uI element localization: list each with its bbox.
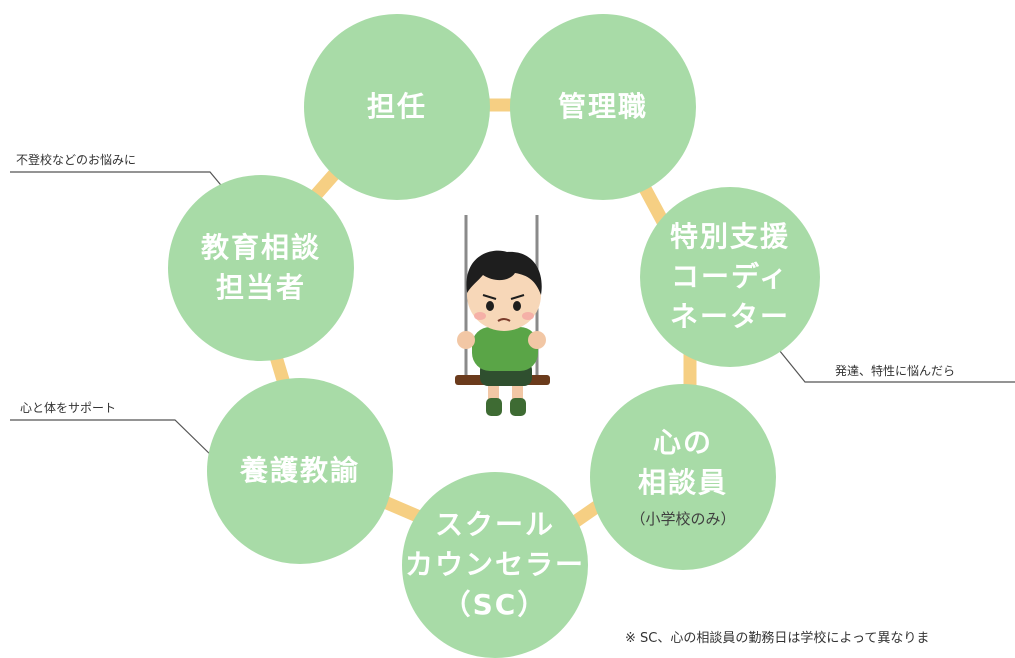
node-special-support-line2: コーディ bbox=[670, 260, 790, 293]
node-heart-counselor-line2: 相談員 bbox=[637, 466, 728, 499]
node-homeroom-label: 担任 bbox=[366, 90, 427, 123]
node-school-counselor-line3: （SC） bbox=[442, 588, 548, 621]
node-school-counselor-line2: カウンセラー bbox=[404, 548, 585, 581]
callout-line-truancy bbox=[10, 171, 226, 191]
boy-on-swing-illustration bbox=[455, 215, 550, 416]
callout-mind-body: 心と体をサポート bbox=[20, 401, 117, 415]
node-education-consultant-line1: 教育相談 bbox=[200, 231, 321, 264]
callout-truancy: 不登校などのお悩みに bbox=[16, 153, 137, 167]
node-special-support-line1: 特別支援 bbox=[669, 220, 790, 253]
node-special-support-line3: ネーター bbox=[669, 300, 790, 333]
node-school-counselor: スクール カウンセラー （SC） bbox=[402, 472, 588, 658]
node-management: 管理職 bbox=[510, 14, 696, 200]
node-education-consultant-line2: 担当者 bbox=[215, 271, 306, 304]
node-heart-counselor-line1: 心の bbox=[652, 426, 713, 459]
callout-development: 発達、特性に悩んだら bbox=[835, 364, 956, 378]
node-heart-counselor: 心の 相談員 （小学校のみ） bbox=[590, 384, 776, 570]
footnote: ※ SC、心の相談員の勤務日は学校によって異なりま bbox=[625, 631, 930, 646]
node-school-counselor-line1: スクール bbox=[434, 508, 555, 541]
node-special-support-coordinator: 特別支援 コーディ ネーター bbox=[640, 187, 820, 367]
node-education-consultant: 教育相談 担当者 bbox=[168, 175, 354, 361]
node-nurse-teacher: 養護教諭 bbox=[207, 378, 393, 564]
node-nurse-teacher-label: 養護教諭 bbox=[239, 454, 360, 487]
node-management-label: 管理職 bbox=[557, 90, 648, 123]
node-heart-counselor-note: （小学校のみ） bbox=[630, 510, 736, 528]
callout-line-mind-body bbox=[10, 419, 217, 461]
callout-line-development bbox=[774, 344, 1015, 383]
node-homeroom-teacher: 担任 bbox=[304, 14, 490, 200]
